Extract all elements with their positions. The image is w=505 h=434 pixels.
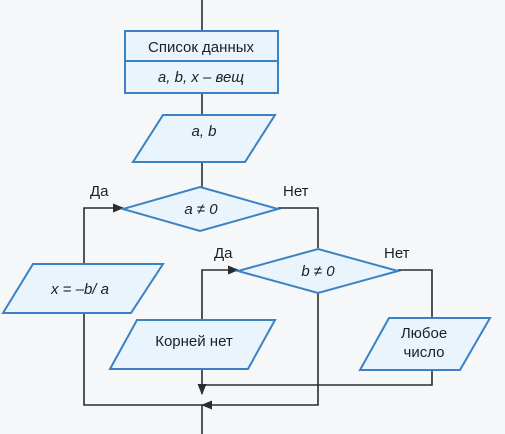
cond-a-block: a ≠ 0 — [119, 185, 282, 233]
no-roots-label: Корней нет — [155, 333, 233, 350]
data-block-vars: a, b, x – вещ — [158, 69, 244, 86]
connector-cond-b-no — [398, 269, 433, 318]
input-ab-label: a, b — [191, 123, 216, 140]
connector-merge-b — [200, 292, 319, 410]
connector-assign-down — [83, 313, 202, 406]
cond-b-label: b ≠ 0 — [301, 263, 335, 280]
connector-cond-a-yes — [83, 203, 125, 263]
connector-cond-b-yes — [201, 265, 240, 320]
cond-b-block: b ≠ 0 — [234, 247, 402, 295]
assign-x-label: x = –b/ a — [50, 281, 109, 298]
any-number-label-1: Любое — [401, 325, 447, 342]
any-number-label-2: число — [404, 344, 445, 361]
no-roots-block: Корней нет — [108, 319, 277, 370]
any-number-block: Любое число — [358, 317, 492, 371]
cond-a-no-label: Нет — [283, 183, 309, 200]
input-ab-block: a, b — [131, 114, 277, 163]
cond-a-label: a ≠ 0 — [184, 201, 218, 218]
cond-b-no-label: Нет — [384, 245, 410, 262]
cond-b-yes-label: Да — [214, 245, 233, 262]
connector-cond-a-no — [278, 207, 319, 248]
data-block-title: Список данных — [148, 39, 255, 56]
cond-a-yes-label: Да — [90, 183, 109, 200]
connector-any-number-down — [202, 370, 433, 386]
data-block: Список данных a, b, x – вещ — [124, 30, 279, 94]
assign-x-block: x = –b/ a — [1, 263, 165, 314]
